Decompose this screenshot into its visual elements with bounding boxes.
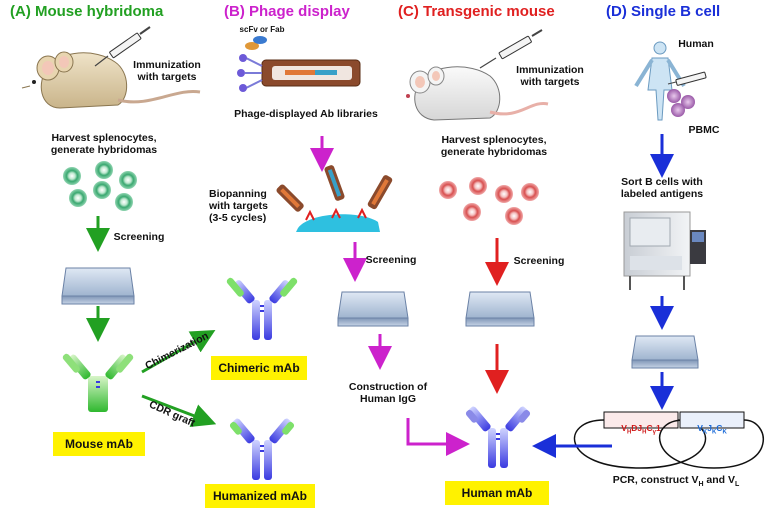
heavy-end: 1 — [655, 422, 661, 433]
mouse-a-illustration — [21, 26, 201, 109]
heavy-sub-h: H — [626, 429, 632, 436]
arrow-chimerization — [141, 330, 216, 374]
heavy-chain-insert-label: VHDJHCγ1 — [604, 414, 678, 436]
hybridoma-cells-a — [63, 161, 137, 211]
light-chain-insert-label: VKJKCK — [680, 414, 744, 436]
plasmid-light — [659, 411, 764, 469]
light-j: J — [707, 422, 712, 433]
phage-illustration — [237, 36, 361, 92]
badge-chimeric-mab: Chimeric mAb — [211, 356, 307, 380]
humanized-mab-antibody — [229, 418, 295, 480]
light-sub-k3: K — [722, 429, 727, 436]
label-scfv: scFv or Fab — [239, 25, 285, 34]
heavy-sub-h2: H — [642, 429, 647, 436]
label-a-immunization: Immunization with targets — [133, 59, 201, 84]
label-sort: Sort B cells with labeled antigens — [620, 176, 704, 201]
light-c: C — [716, 422, 723, 433]
light-sub-k: K — [702, 429, 708, 436]
plate-b — [337, 291, 409, 327]
header-phage-display: (B) Phage display — [224, 3, 350, 20]
human-mab-antibody — [465, 406, 531, 468]
light-sub-k2: K — [711, 429, 717, 436]
label-b-screening: Screening — [365, 254, 417, 266]
pcr-and: and V — [703, 474, 736, 486]
label-c-harvest: Harvest splenocytes, generate hybridomas — [440, 134, 548, 159]
human-figure — [634, 41, 707, 121]
heavy-dj: DJ — [631, 422, 643, 433]
header-mouse-hybridoma: (A) Mouse hybridoma — [10, 3, 164, 20]
label-c-screening: Screening — [513, 255, 565, 267]
badge-human-mab: Human mAb — [445, 481, 549, 505]
label-pbmc: PBMC — [688, 124, 720, 136]
heavy-v: V — [621, 422, 627, 433]
plate-a — [61, 267, 135, 305]
heavy-c: C — [646, 422, 653, 433]
cell-sorter-machine — [623, 211, 706, 290]
plate-c — [465, 291, 535, 327]
pcr-sub-h: H — [698, 481, 704, 489]
badge-humanized-mab: Humanized mAb — [205, 484, 315, 508]
header-transgenic-mouse: (C) Transgenic mouse — [398, 3, 555, 20]
label-human: Human — [678, 38, 714, 50]
label-biopanning: Biopanning with targets (3-5 cycles) — [209, 188, 268, 225]
pcr-sub-l: L — [735, 481, 740, 489]
label-libraries: Phage-displayed Ab libraries — [234, 108, 378, 120]
mouse-mab-antibody — [62, 353, 134, 412]
plate-d — [631, 335, 699, 369]
arrow-cdr-graft — [141, 394, 217, 427]
label-pcr: PCR, construct VH and VL — [596, 474, 756, 489]
heavy-sub-gamma: γ — [652, 429, 656, 436]
light-v: V — [697, 422, 703, 433]
header-single-b-cell: (D) Single B cell — [606, 3, 721, 20]
biopanning-illustration — [276, 165, 393, 232]
pbmc-cells — [667, 89, 695, 117]
chimeric-mab-antibody — [226, 277, 298, 340]
pcr-text: PCR, construct V — [612, 474, 699, 486]
hybridoma-cells-c — [439, 177, 539, 225]
label-construction: Construction of Human IgG — [348, 381, 428, 406]
label-a-harvest: Harvest splenocytes, generate hybridomas — [50, 132, 158, 157]
label-a-screening: Screening — [113, 231, 165, 243]
plasmid-heavy — [573, 411, 707, 469]
badge-mouse-mab: Mouse mAb — [53, 432, 145, 456]
mouse-c-illustration — [406, 29, 549, 121]
arrow-b-to-human-mab — [406, 418, 470, 456]
label-c-immunization: Immunization with targets — [516, 64, 584, 89]
